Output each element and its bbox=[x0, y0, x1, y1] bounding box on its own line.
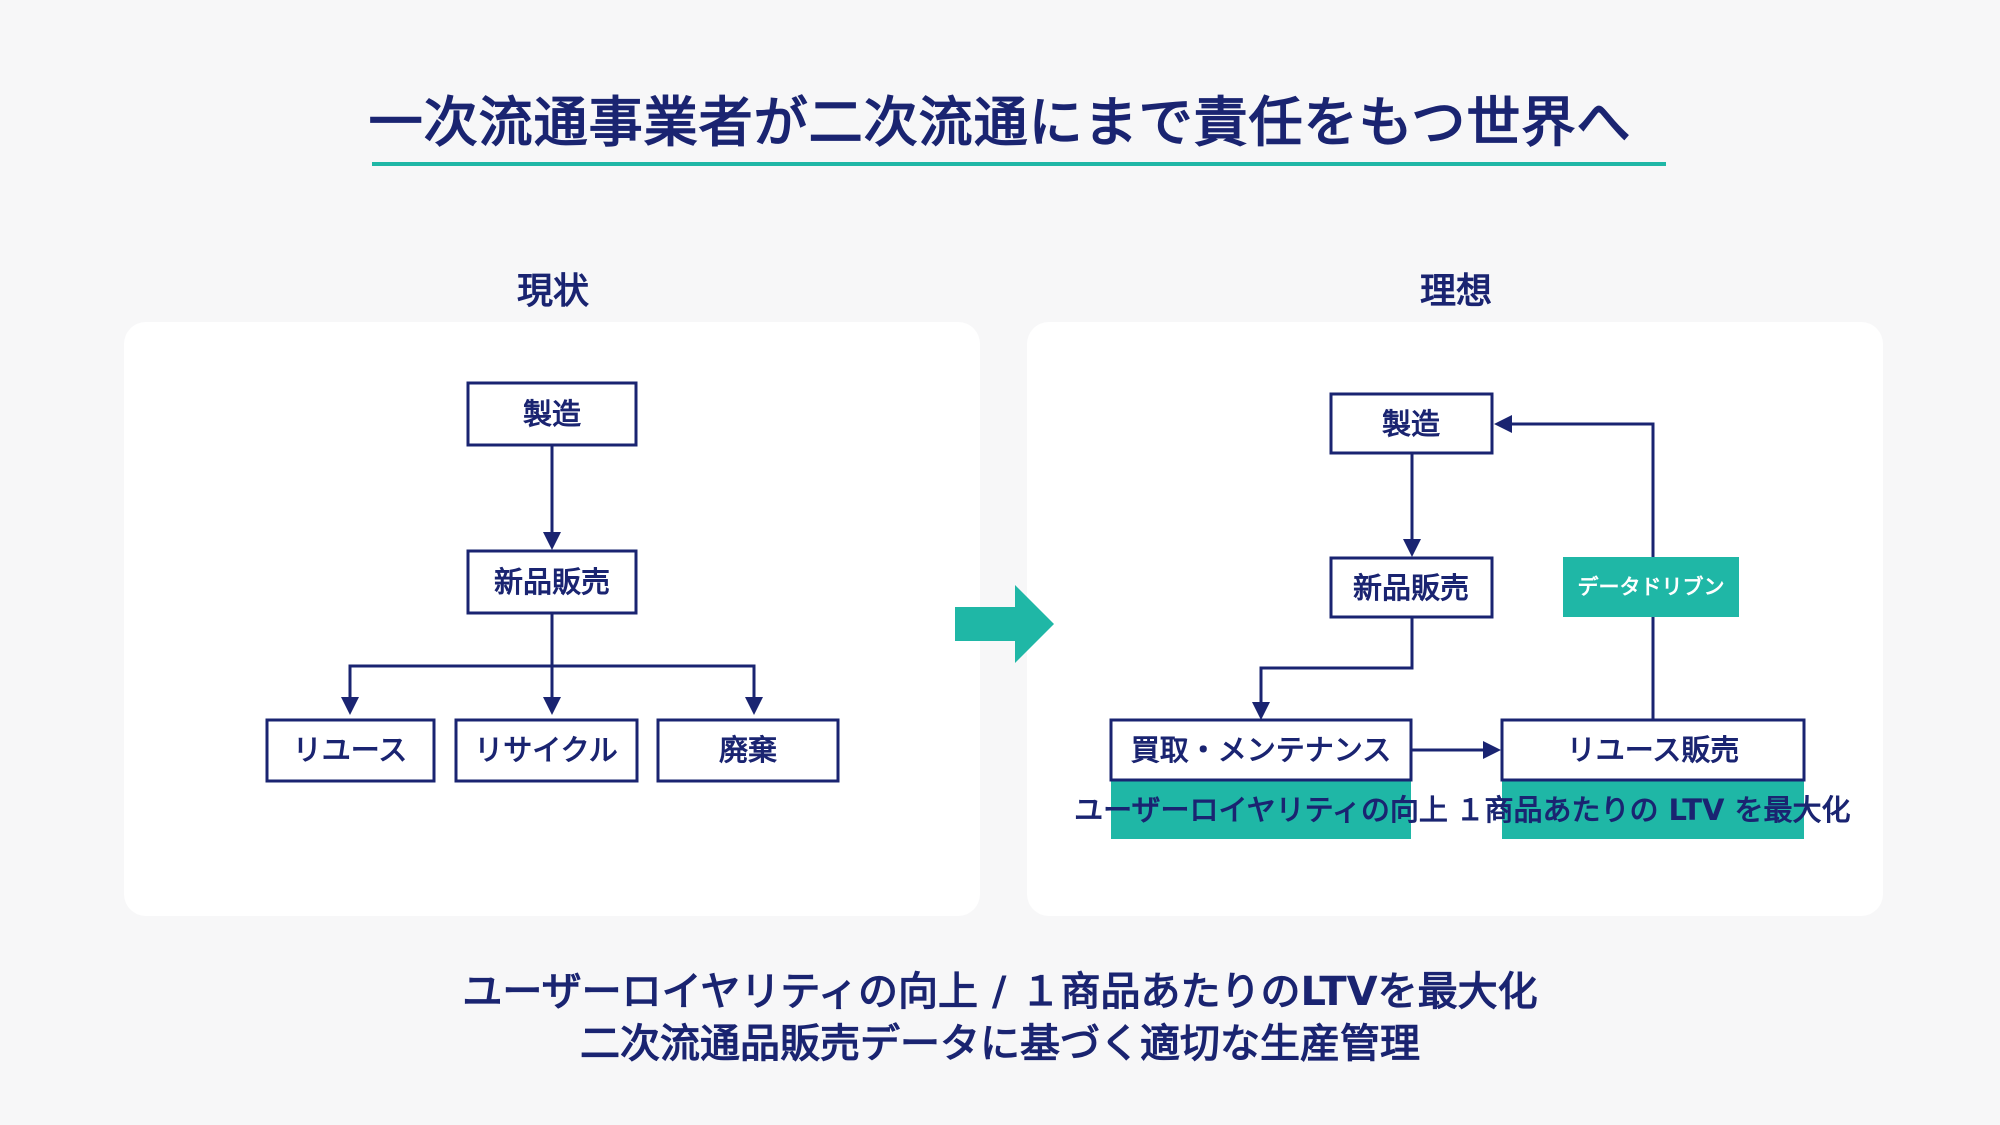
node-label: リユース販売 bbox=[1567, 733, 1740, 767]
current-node-disposal: 廃棄 bbox=[656, 718, 840, 783]
tag-label: １商品あたりの LTV を最大化 bbox=[1455, 793, 1850, 827]
node-label: リサイクル bbox=[474, 733, 618, 767]
tag-label: ユーザーロイヤリティの向上 bbox=[1074, 793, 1448, 827]
ideal-node-manufacturing: 製造 bbox=[1329, 392, 1494, 455]
node-label: 新品販売 bbox=[494, 565, 610, 599]
connector-newsales-to-buyback bbox=[1259, 617, 1414, 704]
ideal-state-label: 理想 bbox=[1419, 271, 1492, 312]
node-label: 廃棄 bbox=[719, 733, 778, 767]
node-label: 買取・メンテナンス bbox=[1131, 733, 1391, 767]
arrowhead-down bbox=[1252, 702, 1270, 720]
ideal-connectors bbox=[1252, 415, 1655, 759]
arrowhead-down bbox=[543, 697, 561, 715]
current-node-recycle: リサイクル bbox=[454, 718, 639, 783]
arrowhead-down bbox=[543, 532, 561, 550]
footer-line-2: 二次流通品販売データに基づく適切な生産管理 bbox=[580, 1021, 1420, 1067]
node-label: 製造 bbox=[1382, 407, 1440, 441]
arrowhead-left bbox=[1494, 415, 1512, 433]
footer-line-1: ユーザーロイヤリティの向上 / １商品あたりのLTVを最大化 bbox=[462, 969, 1538, 1015]
connector-data-to-manufacturing bbox=[1510, 422, 1655, 557]
node-label: リユース bbox=[293, 733, 408, 767]
current-node-manufacturing: 製造 bbox=[466, 381, 638, 447]
node-label: 新品販売 bbox=[1353, 571, 1469, 605]
node-label: 製造 bbox=[523, 397, 581, 431]
page-title: 一次流通事業者が二次流通にまで責任をもつ世界へ bbox=[368, 91, 1632, 154]
arrowhead-right bbox=[1483, 741, 1501, 759]
current-connectors bbox=[341, 445, 763, 715]
tag-background bbox=[1111, 781, 1411, 839]
current-node-new-sales: 新品販売 bbox=[466, 549, 638, 615]
connector-branch bbox=[348, 664, 756, 699]
arrowhead-down bbox=[341, 697, 359, 715]
arrowhead-down bbox=[745, 697, 763, 715]
ideal-tag-data-driven: データドリブン bbox=[1563, 557, 1739, 617]
current-node-reuse: リユース bbox=[265, 718, 436, 783]
ideal-node-reuse-sales: １商品あたりの LTV を最大化 リユース販売 bbox=[1455, 718, 1851, 839]
current-state-label: 現状 bbox=[516, 271, 589, 312]
title-underline bbox=[372, 162, 1666, 166]
arrowhead-down bbox=[1403, 539, 1421, 557]
tag-label: データドリブン bbox=[1578, 575, 1725, 599]
ideal-node-buyback: ユーザーロイヤリティの向上 買取・メンテナンス bbox=[1074, 718, 1448, 839]
transition-arrow-icon bbox=[955, 585, 1054, 663]
tag-background bbox=[1502, 781, 1804, 839]
ideal-node-new-sales: 新品販売 bbox=[1329, 556, 1494, 619]
